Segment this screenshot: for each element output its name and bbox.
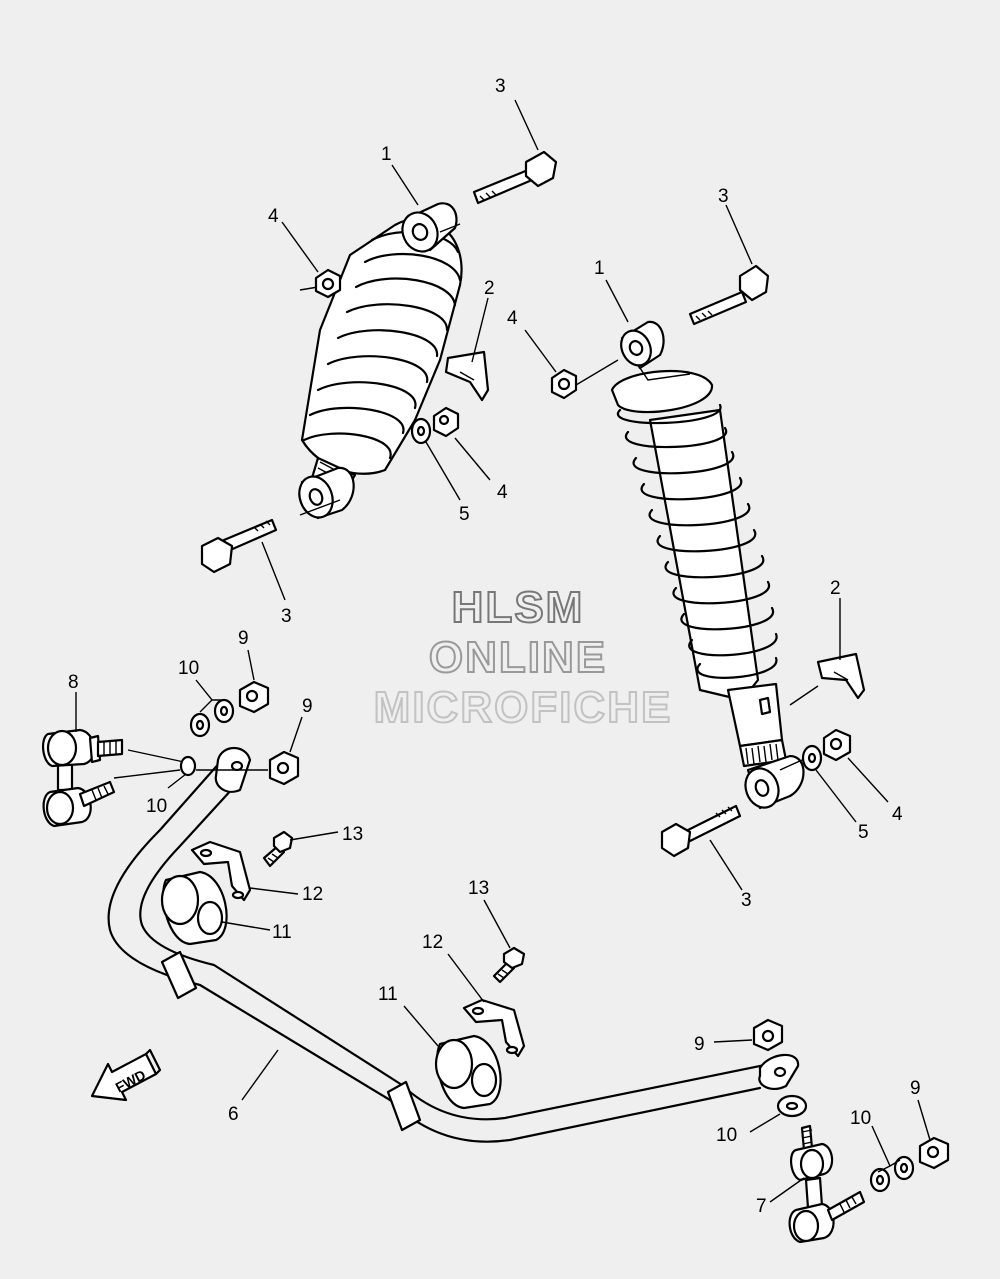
callout-left-shock-bolt-top: 3 [495, 76, 506, 97]
callout-right-shock-nut-bottom: 4 [892, 804, 903, 825]
callout-right-shock-guard: 2 [830, 578, 841, 599]
callout-right-shock: 1 [594, 258, 605, 279]
right-shock-washer[interactable] [801, 744, 823, 772]
right-shock-guard[interactable] [816, 652, 866, 700]
callout-left-shock-washer: 5 [459, 504, 470, 525]
callout-left-link-washer-lower: 10 [146, 796, 167, 817]
watermark: HLSM ONLINE MICROFICHE [373, 582, 673, 733]
callout-right-shock-washer: 5 [858, 822, 869, 843]
left-shock-guard[interactable] [444, 350, 490, 402]
callout-right-link-nut: 9 [910, 1078, 921, 1099]
left-shock-bottom-nut[interactable] [432, 406, 460, 438]
watermark-line-2: ONLINE [429, 633, 607, 682]
callout-left-shock-nut-top: 4 [268, 206, 279, 227]
right-bolt-13[interactable] [492, 946, 526, 984]
right-bushing[interactable] [434, 1034, 502, 1110]
callout-left-link-nut-top: 9 [238, 628, 249, 649]
right-bracket[interactable] [462, 998, 526, 1058]
right-link-washers[interactable] [869, 1155, 915, 1193]
left-link-nut-bar[interactable] [268, 750, 300, 786]
right-link-nut[interactable] [918, 1136, 950, 1170]
right-shock-absorber[interactable] [610, 320, 805, 812]
callout-right-link-rod: 7 [756, 1196, 767, 1217]
callout-left-bracket-12: 12 [302, 884, 323, 905]
left-link-rod[interactable] [42, 728, 124, 828]
right-shock-coils [610, 369, 778, 679]
callout-right-link-washers: 10 [850, 1108, 871, 1129]
callout-left-shock-nut-bottom: 4 [497, 482, 508, 503]
callout-left-bushing-11: 11 [272, 922, 292, 943]
callout-right-bushing-11: 11 [378, 984, 398, 1005]
left-shock-top-bolt[interactable] [472, 150, 558, 205]
leader-lines [75, 99, 931, 1203]
left-bracket[interactable] [190, 840, 252, 902]
callout-right-bolt-13: 13 [468, 878, 489, 899]
callout-right-link-nut-top: 9 [694, 1034, 705, 1055]
callout-right-shock-bolt-bottom: 3 [741, 890, 752, 911]
left-shock-top-nut[interactable] [314, 268, 342, 299]
right-shock-top-nut[interactable] [550, 368, 578, 400]
callout-left-bolt-13: 13 [342, 824, 363, 845]
callout-right-shock-nut-top: 4 [507, 308, 518, 329]
left-shock-absorber[interactable] [294, 202, 463, 522]
callout-left-link-rod: 8 [68, 672, 79, 693]
left-bolt-13[interactable] [262, 830, 294, 868]
callout-left-link-washers: 10 [178, 658, 199, 679]
right-link-nut-top[interactable] [752, 1018, 784, 1052]
left-shock-coils [302, 230, 462, 460]
callout-left-shock-guard: 2 [484, 278, 495, 299]
callout-right-link-washer: 10 [716, 1125, 737, 1146]
stabilizer-bar[interactable] [107, 746, 800, 1143]
left-shock-bottom-bolt[interactable] [200, 518, 278, 574]
left-link-nut-top[interactable] [238, 680, 270, 714]
watermark-line-3: MICROFICHE [374, 683, 673, 732]
right-link-washer[interactable] [776, 1094, 808, 1118]
callout-stabilizer-bar: 6 [228, 1104, 239, 1125]
callout-left-link-nut-bar: 9 [302, 696, 313, 717]
callout-left-shock-bolt-bottom: 3 [281, 606, 292, 627]
left-bushing[interactable] [160, 870, 228, 946]
right-shock-bottom-bolt[interactable] [660, 804, 742, 858]
watermark-line-1: HLSM [452, 583, 585, 632]
right-shock-top-bolt[interactable] [688, 264, 770, 326]
right-shock-bottom-nut[interactable] [822, 728, 852, 762]
right-link-rod[interactable] [788, 1124, 866, 1244]
callout-right-shock-bolt-top: 3 [718, 186, 729, 207]
left-link-washers[interactable] [189, 698, 235, 738]
left-shock-washer[interactable] [410, 417, 432, 445]
callout-right-bracket-12: 12 [422, 932, 443, 953]
callout-left-shock: 1 [381, 144, 392, 165]
callouts: 3 1 4 2 4 5 3 3 1 4 2 4 5 3 8 10 9 9 10 … [68, 76, 921, 1217]
left-link-washer-lower[interactable] [179, 755, 197, 777]
fwd-arrow-icon: FWD [90, 1048, 162, 1102]
